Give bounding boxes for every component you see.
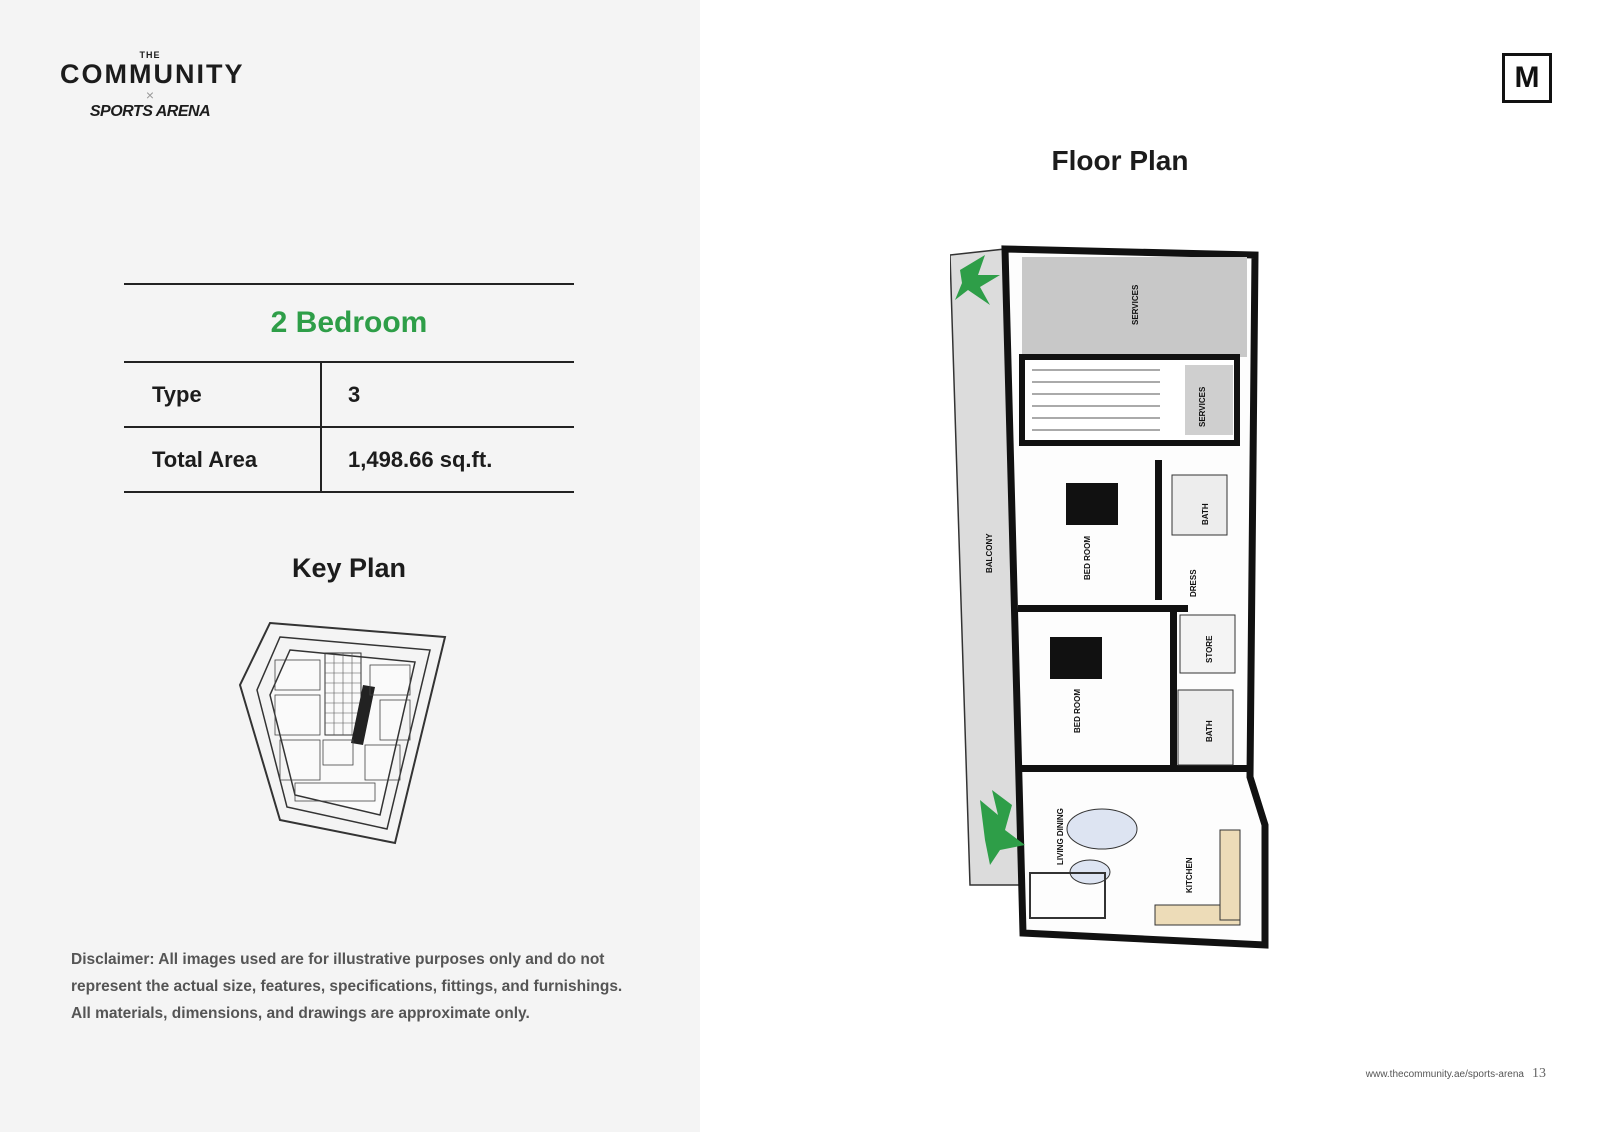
key-plan-title: Key Plan <box>291 553 407 583</box>
brand-m-logo: M <box>1502 53 1552 103</box>
room-label-living-dining: LIVING DINING <box>1056 808 1065 865</box>
area-value: 1,498.66 sq.ft. <box>348 446 493 472</box>
community-logo: THE COMMUNITY × SPORTS ARENA <box>60 50 245 122</box>
key-plan-drawing <box>238 621 447 845</box>
floor-plan-title: Floor Plan <box>1051 145 1189 176</box>
room-label-dress: DRESS <box>1189 569 1198 597</box>
logo-sports-arena: SPORTS ARENA <box>89 103 211 120</box>
table-row: Total Area 1,498.66 sq.ft. <box>124 428 574 493</box>
room-label-store: STORE <box>1205 635 1214 663</box>
table-top-rule <box>124 283 574 285</box>
footer-url[interactable]: www.thecommunity.ae/sports-arena <box>1365 1069 1524 1080</box>
room-label-bedroom-2: BED ROOM <box>1073 689 1082 733</box>
room-label-bath-1: BATH <box>1201 503 1210 525</box>
disclaimer-line: All materials, dimensions, and drawings … <box>71 1005 530 1022</box>
disclaimer-line: represent the actual size, features, spe… <box>71 978 623 995</box>
floor-plan-drawing: SERVICES SERVICES BED ROOM BATH DRESS ST… <box>950 245 1269 949</box>
room-label-balcony: BALCONY <box>985 533 994 573</box>
room-label-kitchen: KITCHEN <box>1185 857 1194 893</box>
type-label: Type <box>124 363 322 426</box>
left-panel <box>0 0 700 1132</box>
room-label-services-top: SERVICES <box>1131 284 1140 325</box>
unit-spec-table: 2 Bedroom Type 3 Total Area 1,498.66 sq.… <box>124 283 574 493</box>
page-number: 13 <box>1532 1066 1546 1081</box>
room-label-bedroom-1: BED ROOM <box>1083 536 1092 580</box>
disclaimer: Disclaimer: All images used are for illu… <box>71 946 661 1027</box>
table-row: Type 3 <box>124 363 574 428</box>
room-label-bath-2: BATH <box>1205 720 1214 742</box>
logo-community: COMMUNITY <box>60 59 245 89</box>
footer: www.thecommunity.ae/sports-arena 13 <box>1366 1066 1546 1082</box>
disclaimer-line: Disclaimer: All images used are for illu… <box>71 951 605 968</box>
room-label-services: SERVICES <box>1198 386 1207 427</box>
unit-title: 2 Bedroom <box>270 306 428 339</box>
type-value: 3 <box>348 381 361 407</box>
logo-the: THE <box>139 50 161 60</box>
logo-times: × <box>145 87 155 103</box>
table-title-rule <box>124 361 574 363</box>
area-label: Total Area <box>124 428 322 491</box>
